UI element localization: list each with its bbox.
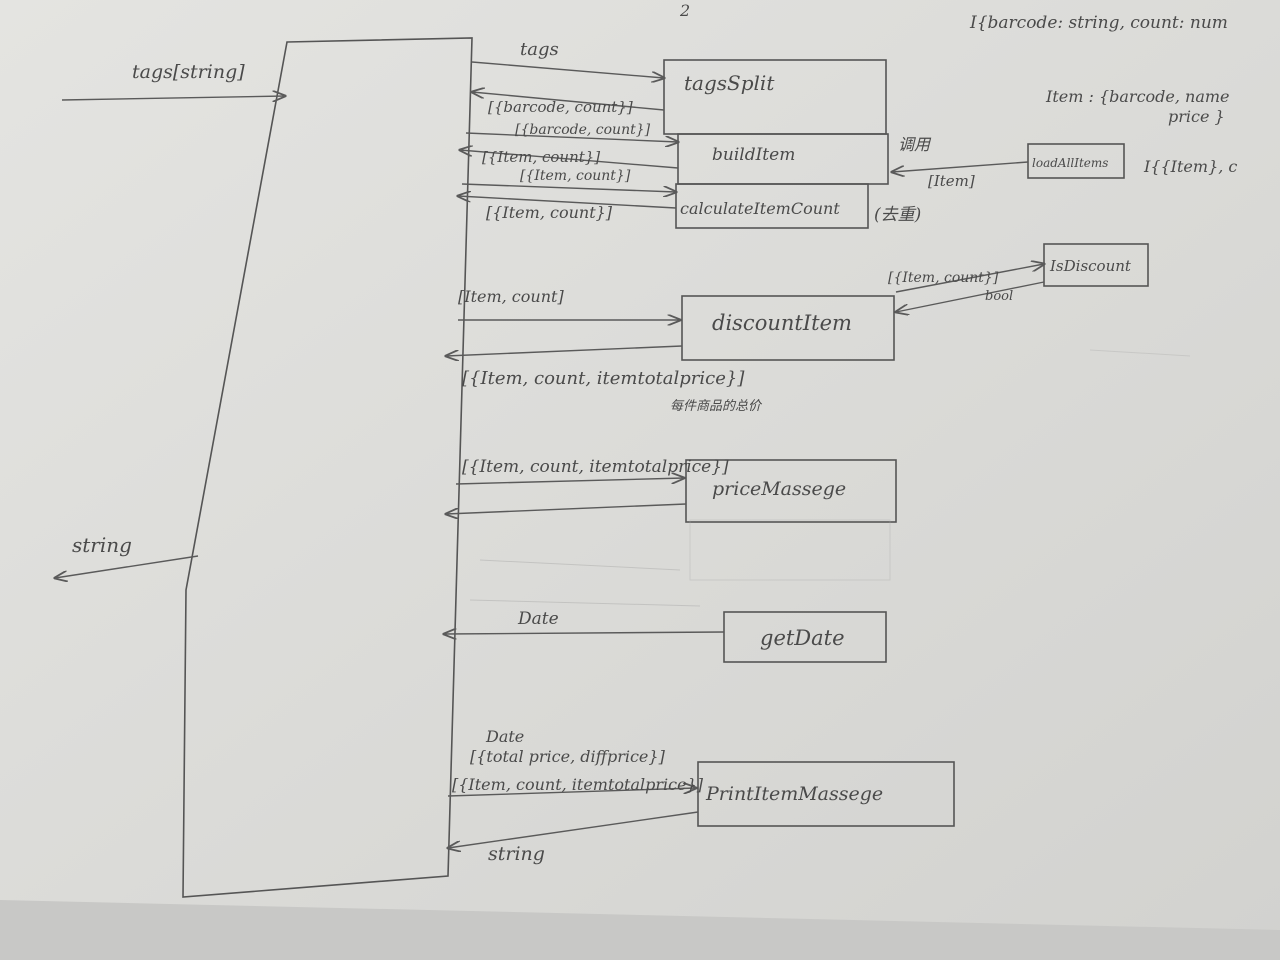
discount-return-note: 每件商品的总价 bbox=[670, 399, 763, 414]
print-item-massege-box bbox=[697, 761, 955, 827]
price-massege-box bbox=[685, 459, 897, 523]
item-type-note-line1: Item : {barcode, name bbox=[1045, 87, 1230, 106]
price-call-label: [{Item, count, itemtotalprice}] bbox=[462, 457, 729, 477]
print-call-totals-label: [{total price, diffprice}] bbox=[470, 747, 666, 766]
get-date-return-label: Date bbox=[517, 609, 559, 629]
calculate-call-arrow bbox=[461, 183, 676, 192]
discount-item-label: discountItem bbox=[712, 311, 852, 335]
discount-call-label: [Item, count] bbox=[458, 287, 564, 306]
load-all-items-label: loadAllItems bbox=[1032, 156, 1108, 170]
print-call-arrow bbox=[447, 788, 696, 797]
print-item-massege-label: PrintItemMassege bbox=[705, 783, 883, 805]
build-item-return-label: [{Item, count}] bbox=[482, 148, 600, 166]
print-call-date-label: Date bbox=[485, 727, 524, 746]
calculate-call-label: [{Item, count}] bbox=[520, 168, 631, 184]
output-label: string bbox=[72, 533, 132, 557]
discount-return-label: [{Item, count, itemtotalprice}] bbox=[462, 368, 745, 389]
price-return-arrow bbox=[446, 503, 687, 514]
build-item-call-label: [{barcode, count}] bbox=[515, 122, 651, 138]
erased-marks bbox=[469, 349, 1191, 607]
is-discount-return-label: bool bbox=[985, 289, 1013, 304]
calculate-item-count-label: calculateItemCount bbox=[680, 199, 840, 218]
discount-item-box bbox=[681, 295, 895, 361]
load-all-items-return-label: [Item] bbox=[928, 172, 975, 190]
item-type-note-line2: price } bbox=[1168, 107, 1225, 126]
tags-split-return-arrow bbox=[472, 92, 665, 111]
output-arrow bbox=[55, 555, 199, 578]
main-object-box bbox=[182, 37, 473, 898]
load-all-items-return-arrow bbox=[892, 161, 1029, 172]
build-item-call-arrow bbox=[465, 132, 678, 142]
is-discount-return-arrow bbox=[896, 281, 1045, 312]
price-call-arrow bbox=[455, 478, 684, 485]
price-massege-label: priceMassege bbox=[712, 478, 846, 500]
input-label: tags[string] bbox=[132, 61, 245, 83]
tags-split-return-label: [{barcode, count}] bbox=[488, 98, 633, 116]
calculate-return-arrow bbox=[458, 196, 677, 209]
get-date-return-arrow bbox=[444, 632, 725, 634]
input-arrow bbox=[61, 96, 285, 100]
tags-call-label: tags bbox=[520, 39, 559, 60]
top-right-note: I{barcode: string, count: num bbox=[969, 13, 1228, 33]
calculate-return-label: [{Item, count}] bbox=[486, 203, 613, 222]
print-return-label: string bbox=[488, 843, 545, 865]
paper-edge bbox=[0, 900, 1280, 960]
get-date-label: getDate bbox=[760, 626, 845, 650]
call-note: 调用 bbox=[898, 135, 932, 154]
build-item-return-arrow bbox=[460, 150, 679, 169]
is-discount-label: IsDiscount bbox=[1049, 257, 1132, 275]
print-call-items-label: [{Item, count, itemtotalprice}] bbox=[452, 775, 704, 794]
tags-split-label: tagsSplit bbox=[684, 71, 775, 95]
build-item-label: buildItem bbox=[712, 145, 795, 165]
top-marker: 2 bbox=[679, 1, 690, 20]
dedupe-note: (去重) bbox=[874, 205, 921, 225]
print-return-arrow bbox=[448, 811, 699, 848]
load-all-items-box bbox=[1027, 143, 1125, 179]
get-date-box bbox=[723, 611, 887, 663]
is-discount-call-arrow bbox=[895, 264, 1044, 293]
discount-return-arrow bbox=[446, 345, 683, 356]
right-edge-note: I{{Item}, c bbox=[1143, 157, 1237, 176]
tags-call-arrow bbox=[471, 61, 664, 78]
is-discount-call-label: [{Item, count}] bbox=[888, 270, 999, 286]
calculate-item-count-box bbox=[675, 183, 869, 229]
